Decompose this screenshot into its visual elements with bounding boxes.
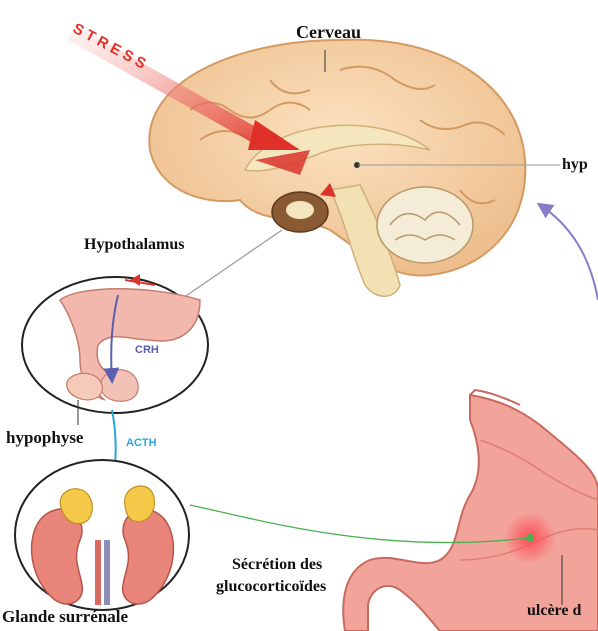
hypophyse-label: hypophyse <box>6 428 83 448</box>
acth-label: ACTH <box>126 437 157 449</box>
ulcere-label: ulcère d <box>527 602 581 620</box>
feedback-arrow <box>540 205 598 300</box>
crh-label: CRH <box>135 344 159 356</box>
hypothalamus-label: Hypothalamus <box>84 236 184 254</box>
secretion-label-line1: Sécrétion des <box>232 556 322 574</box>
glande-surrenale-label: Glande surrénale <box>2 607 128 627</box>
hypothalamus-right-label: hyp <box>562 156 588 174</box>
hypothalamus-zoom-circle <box>22 274 208 413</box>
brain-illustration <box>149 40 525 297</box>
zoom-connector-line <box>180 230 282 300</box>
cerveau-label: Cerveau <box>296 22 361 43</box>
stomach-illustration <box>343 390 598 631</box>
adrenal-zoom-circle <box>15 460 189 610</box>
secretion-label-line2: glucocorticoïdes <box>216 578 326 596</box>
